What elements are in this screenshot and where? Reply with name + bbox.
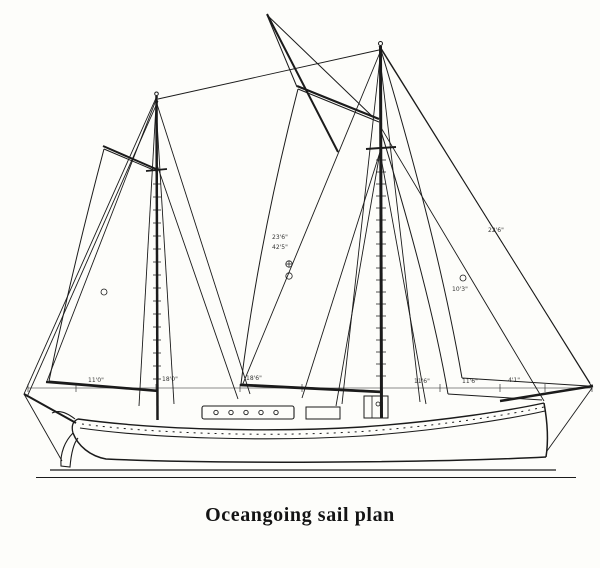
main-boom	[239, 383, 382, 394]
jib-emblem	[459, 274, 467, 282]
dim-label: 11'0"	[88, 377, 104, 384]
sail-emblems	[100, 260, 467, 296]
sail-area-label: 42'5"	[272, 244, 288, 251]
mizzen-shroud-aft	[138, 104, 157, 407]
main-mast-hoops	[376, 159, 386, 377]
main-topping-lift	[241, 49, 382, 387]
mainsail-emblem-2	[285, 272, 293, 280]
mizzen-emblem	[100, 288, 108, 296]
boomkin	[23, 393, 77, 424]
hull	[36, 395, 576, 478]
boomkin-stay	[23, 393, 63, 462]
dim-label: 18'0"	[162, 376, 178, 383]
main-crosstrees	[365, 146, 397, 150]
mizzen-lower-stay	[155, 161, 239, 400]
sail-area-label: 23'6"	[272, 234, 288, 241]
cabin-trunk	[201, 405, 295, 420]
main-gaff	[296, 84, 380, 121]
main-shroud-aft	[341, 57, 381, 405]
topsail-yard	[266, 13, 339, 153]
forestay	[379, 125, 545, 402]
mizzen-mast-hoops	[153, 183, 161, 380]
portholes	[213, 409, 279, 416]
sail-outlines	[48, 14, 589, 401]
mizzen-crosstrees	[145, 168, 168, 172]
spars	[23, 13, 594, 424]
bulwark-stanchions	[81, 406, 545, 435]
mainsail-outline	[240, 88, 381, 392]
mizzen-shroud-fwd	[155, 104, 175, 405]
main-shroud-fwd	[379, 57, 421, 403]
mizzen-masthead-truck	[154, 91, 159, 97]
bobstay	[546, 387, 593, 452]
mizzen-sail-outline	[48, 148, 158, 391]
dim-label: 4'1"	[508, 377, 520, 384]
stay-length-label: 22'6"	[488, 227, 504, 234]
mizzen-boom	[45, 380, 158, 393]
staysail-outline	[379, 127, 543, 401]
rudder	[60, 432, 79, 468]
running-backstay	[301, 151, 381, 399]
main-topsail-outline	[266, 14, 375, 119]
triatic-stay	[157, 49, 380, 100]
keel-line	[72, 432, 547, 463]
mizzen-stay	[155, 100, 251, 395]
figure-caption: Oceangoing sail plan	[205, 504, 395, 526]
jib-outline	[380, 49, 589, 387]
stem	[543, 402, 549, 458]
mizzen-mast	[155, 95, 159, 421]
masts	[145, 41, 397, 421]
dimension-ticks	[27, 384, 593, 392]
jib-halyard	[378, 45, 591, 384]
stern-head	[71, 418, 79, 434]
deck-hatch	[305, 406, 341, 420]
main-masthead-truck	[378, 41, 383, 46]
annotation-labels: 11'0" 18'0" 18'6" 11'6" 11'6" 4'1" 23'6"…	[88, 227, 520, 385]
mizzen-backstay	[23, 97, 157, 395]
main-lower-shroud-fwd	[379, 151, 427, 405]
dim-label: 18'6"	[246, 375, 262, 382]
main-lower-shroud-aft	[335, 151, 381, 407]
rail-line	[79, 410, 546, 440]
mast-house	[363, 395, 389, 419]
tiller	[51, 411, 76, 420]
emblem-cross	[286, 261, 292, 267]
mainsail-emblem	[285, 260, 293, 268]
dimension-line	[27, 384, 593, 392]
sail-area-label: 10'3"	[452, 286, 468, 293]
dim-label: 11'6"	[414, 378, 430, 385]
dim-label: 11'6"	[462, 378, 478, 385]
sheer-line	[77, 402, 545, 431]
mizzen-topping-lift	[46, 99, 157, 382]
rigging-stays	[23, 45, 593, 462]
